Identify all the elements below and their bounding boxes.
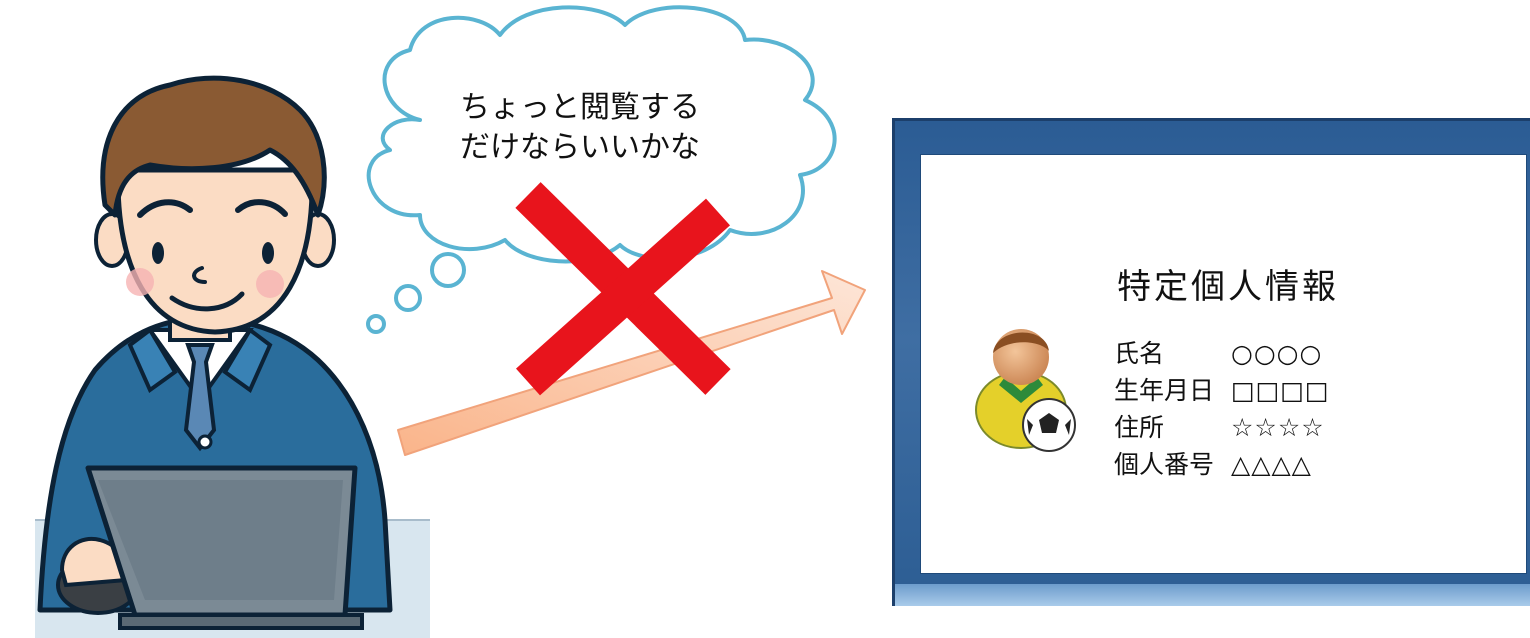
monitor-base-bar bbox=[895, 584, 1530, 606]
prohibition-cross-icon bbox=[515, 182, 731, 396]
field-label: 氏名 bbox=[1114, 339, 1165, 368]
user-avatar-icon bbox=[975, 329, 1076, 452]
field-label: 住所 bbox=[1114, 413, 1165, 442]
thought-cloud bbox=[366, 5, 837, 334]
monitor-frame: 特定個人情報 氏名 ○○○○ 生年月日 □□□□ 住所 ☆☆☆☆ bbox=[892, 118, 1530, 606]
thought-bubble-text: ちょっと閲覧する だけならいいかな bbox=[405, 88, 755, 168]
field-value: △△△△ bbox=[1231, 450, 1312, 479]
field-value: ☆☆☆☆ bbox=[1231, 413, 1325, 442]
field-value: ○○○○ bbox=[1231, 339, 1323, 368]
record-title: 特定個人情報 bbox=[1117, 267, 1339, 307]
field-value: □□□□ bbox=[1231, 376, 1330, 405]
access-arrow bbox=[397, 270, 866, 456]
field-label: 個人番号 bbox=[1114, 450, 1215, 479]
laptop-icon bbox=[85, 465, 364, 630]
field-label: 生年月日 bbox=[1114, 376, 1215, 405]
thought-line-1: ちょっと閲覧する bbox=[460, 90, 700, 125]
monitor-screen: 特定個人情報 氏名 ○○○○ 生年月日 □□□□ 住所 ☆☆☆☆ bbox=[920, 154, 1527, 574]
thought-line-2: だけならいいかな bbox=[460, 130, 700, 165]
